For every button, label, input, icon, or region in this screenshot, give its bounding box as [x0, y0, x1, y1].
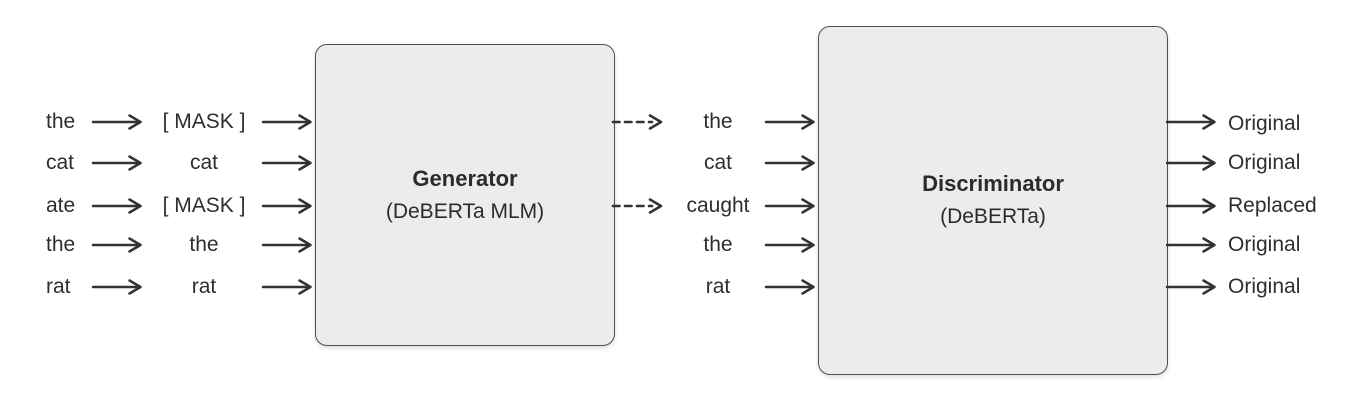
right-arrow-icon: [764, 198, 815, 214]
discriminator-title: Discriminator: [922, 171, 1064, 196]
right-arrow-icon: [261, 279, 312, 295]
input-token: rat: [46, 275, 71, 298]
generator-subtitle: (DeBERTa MLM): [385, 199, 545, 223]
right-arrow-icon: [1165, 114, 1216, 130]
generator-box: Generator (DeBERTa MLM): [315, 44, 615, 346]
masked-token: [ MASK ]: [162, 194, 246, 217]
output-label: Original: [1228, 112, 1301, 135]
right-arrow-icon: [261, 155, 312, 171]
masked-token: [ MASK ]: [162, 110, 246, 133]
generated-token: caught: [686, 194, 750, 217]
right-arrow-icon: [91, 155, 142, 171]
input-token: the: [46, 233, 76, 256]
masked-token: rat: [191, 275, 217, 298]
generated-token: rat: [705, 275, 731, 298]
right-arrow-icon: [764, 279, 815, 295]
right-arrow-icon: [91, 114, 142, 130]
right-arrow-icon: [261, 237, 312, 253]
right-arrow-icon: [1165, 279, 1216, 295]
output-label: Original: [1228, 233, 1301, 256]
masked-token: cat: [189, 151, 218, 174]
discriminator-subtitle: (DeBERTa): [940, 205, 1046, 228]
output-label: Replaced: [1228, 194, 1317, 217]
right-arrow-icon: [261, 198, 312, 214]
right-arrow-icon: [1165, 155, 1216, 171]
generated-token: the: [703, 233, 733, 256]
masked-token: the: [189, 233, 219, 256]
right-arrow-icon: [764, 237, 815, 253]
right-arrow-icon: [1165, 198, 1216, 214]
input-token: the: [46, 110, 76, 133]
right-arrow-icon: [764, 114, 815, 130]
generated-token: cat: [703, 151, 732, 174]
dashed-arrow-icon: [611, 114, 663, 130]
generated-token: the: [703, 110, 733, 133]
right-arrow-icon: [91, 198, 142, 214]
right-arrow-icon: [91, 279, 142, 295]
dashed-arrow-icon: [611, 198, 663, 214]
right-arrow-icon: [91, 237, 142, 253]
output-label: Original: [1228, 151, 1301, 174]
discriminator-box: Discriminator (DeBERTa): [818, 26, 1168, 375]
input-token: cat: [46, 151, 75, 174]
right-arrow-icon: [1165, 237, 1216, 253]
input-token: ate: [46, 194, 76, 217]
generator-title: Generator: [412, 165, 518, 191]
output-label: Original: [1228, 275, 1301, 298]
right-arrow-icon: [764, 155, 815, 171]
right-arrow-icon: [261, 114, 312, 130]
